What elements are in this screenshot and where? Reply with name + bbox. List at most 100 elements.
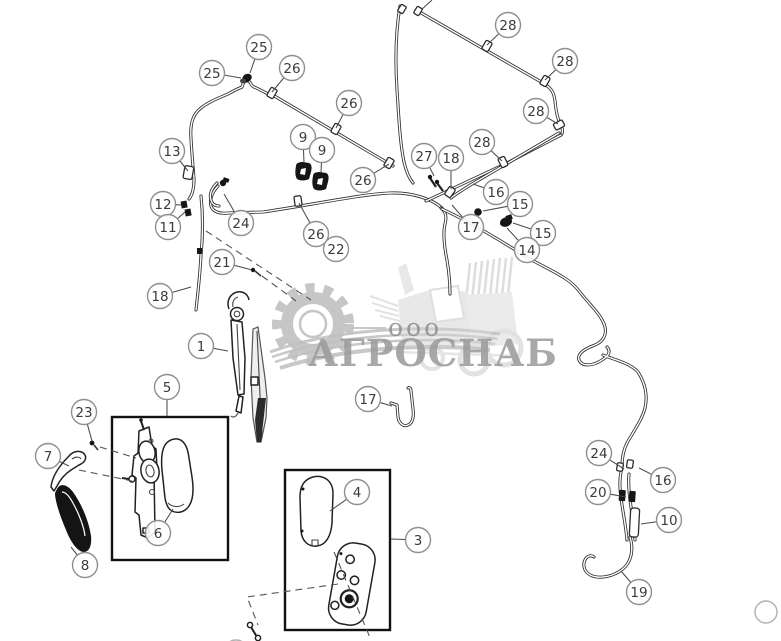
watermark-graphic: ооо АГРОСНАБ bbox=[269, 256, 558, 377]
svg-text:19: 19 bbox=[630, 585, 647, 601]
svg-text:17: 17 bbox=[359, 392, 376, 408]
callout-8: 8 bbox=[71, 551, 99, 579]
watermark-company-name: АГРОСНАБ bbox=[308, 331, 558, 375]
callout-26: 26 bbox=[278, 54, 306, 82]
screws-27 bbox=[427, 174, 444, 192]
svg-text:25: 25 bbox=[203, 66, 220, 82]
svg-text:18: 18 bbox=[442, 151, 459, 167]
callout-16: 16 bbox=[649, 466, 677, 494]
svg-text:22: 22 bbox=[327, 242, 344, 258]
right-tube-assembly bbox=[394, 0, 566, 296]
callout-25: 25 bbox=[245, 33, 273, 61]
callout-11: 11 bbox=[154, 213, 182, 241]
svg-text:28: 28 bbox=[499, 18, 516, 34]
hose-connector-20a bbox=[618, 489, 626, 502]
svg-text:17: 17 bbox=[462, 220, 479, 236]
svg-text:25: 25 bbox=[250, 40, 267, 56]
motor-cover-6 bbox=[160, 438, 194, 514]
callout-1: 1 bbox=[187, 332, 215, 360]
svg-text:20: 20 bbox=[589, 485, 606, 501]
cutoff-callout-right bbox=[754, 600, 778, 624]
grommet-9b bbox=[312, 172, 329, 191]
bottom-link-part bbox=[246, 621, 262, 641]
callout-28: 28 bbox=[494, 11, 522, 39]
clip-11 bbox=[184, 208, 192, 217]
svg-text:12: 12 bbox=[154, 197, 171, 213]
pump-body bbox=[327, 542, 376, 626]
callout-25: 25 bbox=[198, 59, 226, 87]
svg-text:28: 28 bbox=[556, 54, 573, 70]
svg-text:3: 3 bbox=[414, 533, 423, 549]
hose-17 bbox=[389, 386, 415, 428]
callout-17: 17 bbox=[457, 213, 485, 241]
fitting-14 bbox=[499, 214, 513, 227]
pump-cover-4 bbox=[299, 475, 334, 547]
callout-28: 28 bbox=[468, 128, 496, 156]
svg-text:9: 9 bbox=[318, 143, 327, 159]
svg-text:1: 1 bbox=[197, 339, 206, 355]
svg-text:24: 24 bbox=[590, 446, 607, 462]
left-tube-assembly bbox=[180, 73, 444, 312]
callout-7: 7 bbox=[34, 442, 62, 470]
svg-text:27: 27 bbox=[415, 149, 432, 165]
callout-13: 13 bbox=[158, 137, 186, 165]
watermark-company-prefix: ооо bbox=[388, 313, 442, 342]
nut-15 bbox=[474, 208, 482, 216]
watermark-tractor-icon bbox=[369, 256, 524, 377]
svg-text:28: 28 bbox=[527, 104, 544, 120]
callout-22: 22 bbox=[322, 235, 350, 263]
callout-12: 12 bbox=[149, 190, 177, 218]
callout-20: 20 bbox=[584, 478, 612, 506]
callout-28: 28 bbox=[551, 47, 579, 75]
svg-text:15: 15 bbox=[534, 226, 551, 242]
svg-text:7: 7 bbox=[44, 449, 53, 465]
small-clip bbox=[197, 248, 202, 254]
callout-27: 27 bbox=[410, 142, 438, 170]
clip-13 bbox=[182, 165, 195, 181]
screw-21 bbox=[250, 267, 256, 273]
clip-25 bbox=[240, 73, 252, 84]
callout-23: 23 bbox=[70, 398, 98, 426]
cutoff-callout-bottom bbox=[229, 639, 243, 641]
hose-connector-20b bbox=[628, 490, 636, 503]
callout-28: 28 bbox=[522, 97, 550, 125]
svg-text:8: 8 bbox=[81, 558, 90, 574]
svg-text:9: 9 bbox=[299, 130, 308, 146]
exploded-dash-lines bbox=[78, 230, 372, 641]
callout-3: 3 bbox=[404, 526, 432, 554]
svg-text:18: 18 bbox=[151, 289, 168, 305]
callout-15: 15 bbox=[529, 219, 557, 247]
bolt-fitting-24 bbox=[219, 177, 230, 187]
callout-9: 9 bbox=[308, 136, 336, 164]
callout-17: 17 bbox=[354, 385, 382, 413]
callout-24: 24 bbox=[585, 439, 613, 467]
svg-text:24: 24 bbox=[232, 216, 249, 232]
screw-23 bbox=[89, 440, 95, 446]
svg-text:21: 21 bbox=[213, 255, 230, 271]
callout-14: 14 bbox=[513, 236, 541, 264]
svg-text:11: 11 bbox=[159, 220, 176, 236]
svg-text:16: 16 bbox=[654, 473, 671, 489]
callout-4: 4 bbox=[343, 478, 371, 506]
wiper-blade bbox=[250, 326, 268, 443]
wiper-motor-box bbox=[110, 415, 230, 562]
callout-26: 26 bbox=[349, 166, 377, 194]
callout-18: 18 bbox=[146, 282, 174, 310]
small-hardware bbox=[89, 267, 262, 451]
callout-19: 19 bbox=[625, 578, 653, 606]
wiper-arm bbox=[227, 291, 250, 418]
svg-text:10: 10 bbox=[660, 513, 677, 529]
washer-pump-box bbox=[283, 468, 392, 632]
callout-24: 24 bbox=[227, 209, 255, 237]
svg-text:16: 16 bbox=[487, 185, 504, 201]
svg-text:13: 13 bbox=[163, 144, 180, 160]
svg-text:26: 26 bbox=[354, 173, 371, 189]
svg-text:26: 26 bbox=[283, 61, 300, 77]
svg-text:5: 5 bbox=[163, 380, 172, 396]
callout-6: 6 bbox=[144, 519, 172, 547]
svg-text:14: 14 bbox=[518, 243, 535, 259]
wiper-blade-assembly-left bbox=[50, 450, 92, 552]
grommet-9a bbox=[295, 162, 312, 181]
